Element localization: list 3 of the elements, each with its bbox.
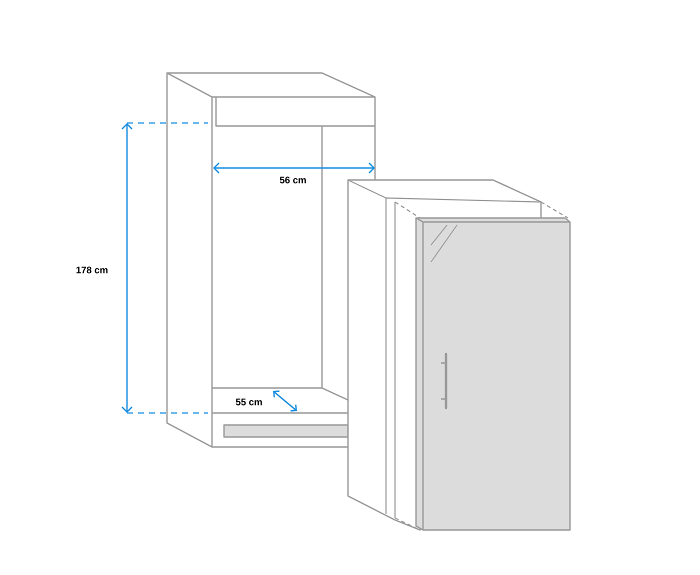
dimension-label: 56 cm <box>280 176 306 184</box>
dimension-label: 55 cm <box>236 398 262 406</box>
dimension-label: 178 cm <box>76 266 108 274</box>
